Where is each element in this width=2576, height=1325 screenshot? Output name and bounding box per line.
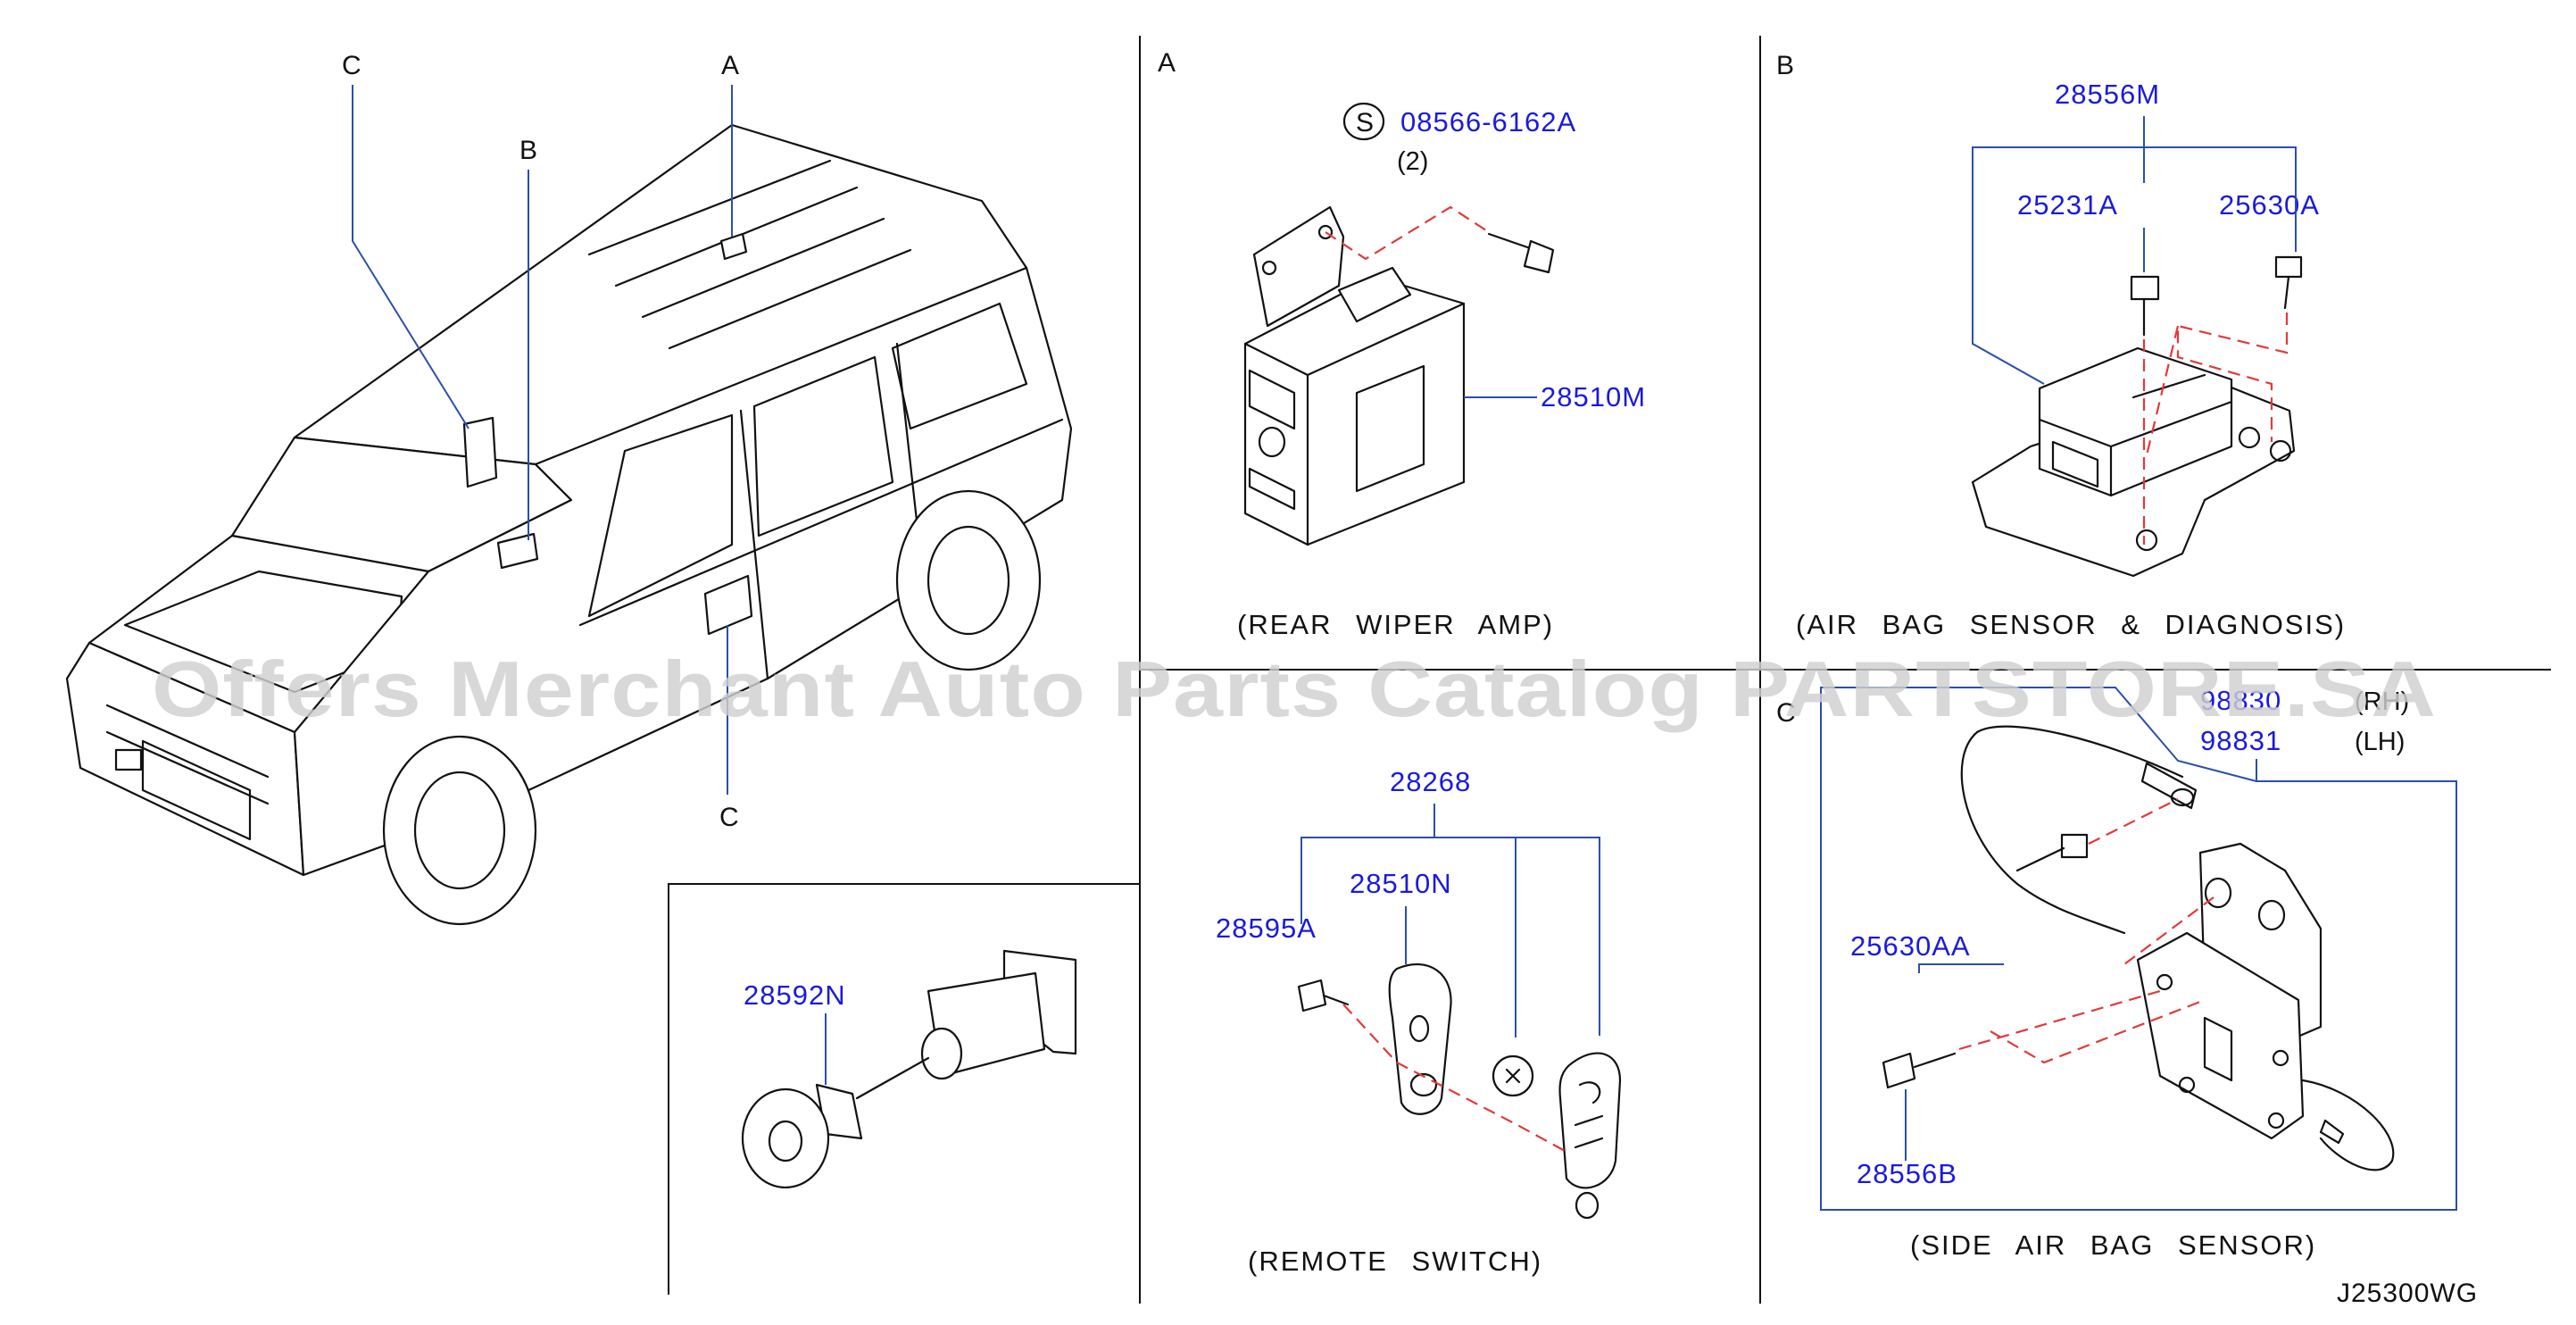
part-25231a[interactable]: 25231A [2017,189,2118,221]
screw-symbol-icon: S [1342,102,1385,141]
rh-note: (RH) [2355,688,2409,716]
part-25630a[interactable]: 25630A [2219,189,2320,221]
marker-a [719,232,748,261]
caption-rear-wiper-amp: (REAR WIPER AMP) [1237,609,1554,640]
section-a-letter: A [1158,48,1176,78]
side-air-bag-sensor-illustration [1820,687,2457,1211]
lh-note: (LH) [2355,728,2405,756]
rear-wiper-amp-illustration [1243,205,1555,546]
section-c-letter: C [1776,698,1797,728]
part-28268[interactable]: 28268 [1390,766,1471,797]
part-98831[interactable]: 98831 [2200,725,2281,756]
panel-dividers [668,36,2551,1304]
air-bag-sensor-illustration [1971,116,2303,578]
remote-switch-illustration [1297,804,1622,1220]
caption-side-air-bag-sensor: (SIDE AIR BAG SENSOR) [1910,1229,2316,1261]
connector-illustration [741,949,1077,1189]
part-28510n[interactable]: 28510N [1350,868,1452,899]
callout-c-bottom: C [719,803,740,832]
callout-c-top: C [342,51,362,80]
part-28592n[interactable]: 28592N [744,979,846,1011]
vehicle-illustration [65,85,1073,926]
diagram-code: J25300WG [2337,1279,2478,1308]
part-28556b[interactable]: 28556B [1857,1158,1957,1189]
part-25630aa[interactable]: 25630AA [1850,930,1971,962]
marker-c-lower [703,574,753,636]
section-b-letter: B [1776,51,1795,80]
marker-c-upper [462,416,498,488]
callout-a: A [721,51,740,80]
part-28510m[interactable]: 28510M [1541,381,1646,412]
callout-b: B [519,136,538,165]
screw-quantity: (2) [1397,147,1428,176]
watermark-text: Offers Merchant Auto Parts Catalog PARTS… [152,645,2437,733]
part-08566-6162a[interactable]: 08566-6162A [1400,106,1576,138]
part-28556m[interactable]: 28556M [2055,79,2160,110]
part-98830[interactable]: 98830 [2200,685,2281,716]
part-28595a[interactable]: 28595A [1216,912,1317,944]
caption-air-bag-sensor: (AIR BAG SENSOR & DIAGNOSIS) [1796,609,2346,640]
caption-remote-switch: (REMOTE SWITCH) [1248,1246,1542,1277]
screw-symbol-letter: S [1356,108,1375,138]
marker-b [496,532,539,570]
